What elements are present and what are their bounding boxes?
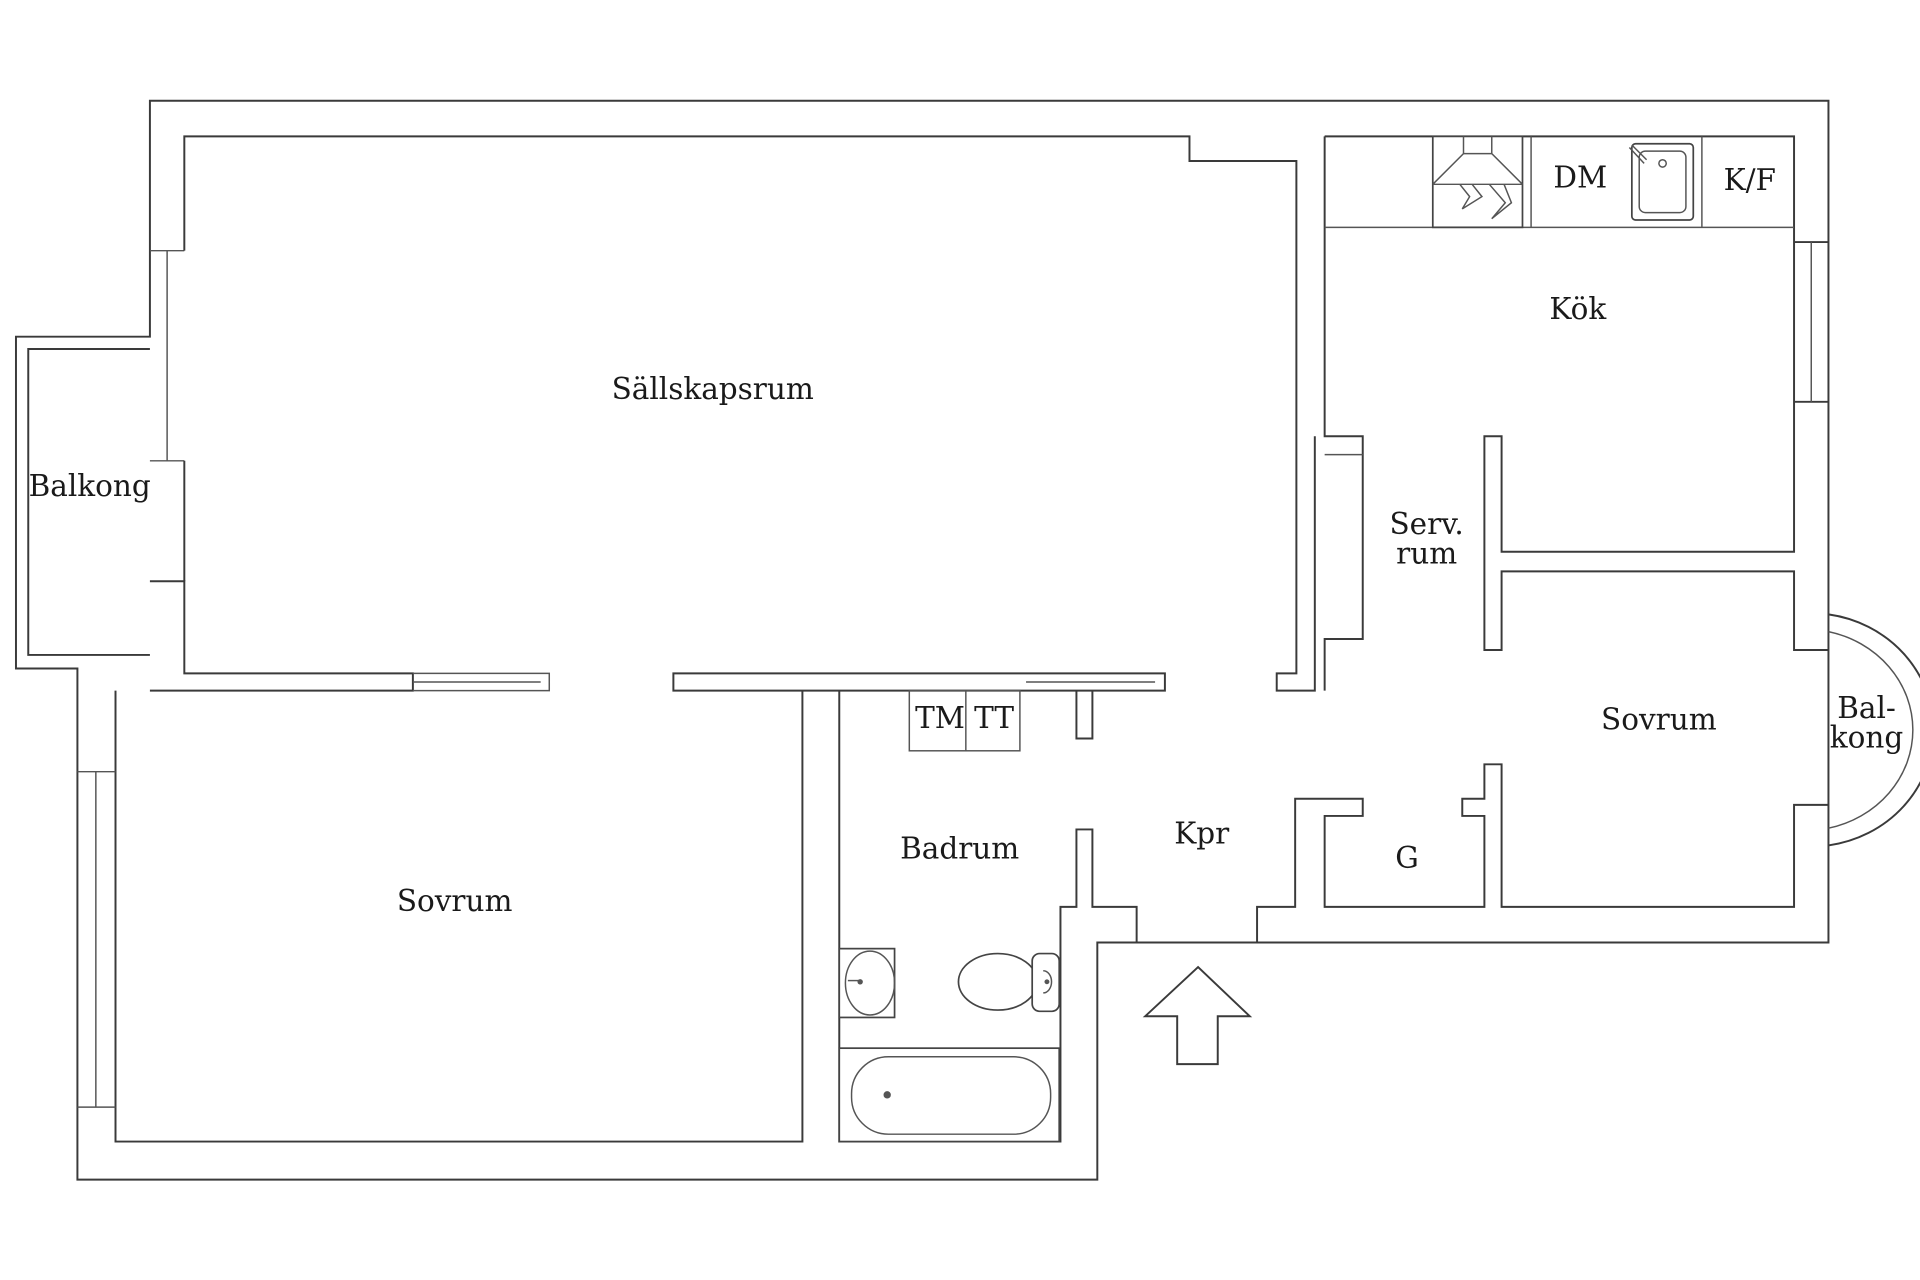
- service-room-label-line2: rum: [1396, 536, 1457, 570]
- stove-hood-icon: [1431, 135, 1524, 229]
- service-room-label-line1: Serv.: [1389, 507, 1463, 541]
- living-room-walls: [149, 135, 1316, 692]
- fridge-freezer-label: K/F: [1724, 163, 1776, 197]
- entrance-arrow-icon: [1142, 965, 1253, 1066]
- toilet-icon: [957, 952, 1061, 1013]
- hall-walls: [1256, 763, 1829, 943]
- balcony-left-label: Balkong: [29, 469, 151, 503]
- bedroom-left-walls: [77, 690, 804, 1143]
- kitchen-label: Kök: [1549, 292, 1607, 326]
- living-room-label: Sällskapsrum: [612, 372, 814, 406]
- outer-walls: [14, 99, 1830, 1181]
- balcony-right: [1828, 613, 1920, 847]
- balcony-right-label-line1: Bal-: [1837, 691, 1896, 725]
- balcony-left: [27, 249, 185, 656]
- washbasin-icon: [838, 947, 896, 1019]
- bedroom-left-label: Sovrum: [397, 884, 513, 918]
- kitchen-walls: [1323, 135, 1829, 691]
- bedroom-right-label: Sovrum: [1601, 702, 1717, 736]
- dryer-label: TT: [974, 701, 1014, 735]
- bathroom-label: Badrum: [900, 831, 1019, 865]
- bathtub-icon: [838, 1047, 1061, 1143]
- balcony-right-label-line2: kong: [1830, 721, 1904, 755]
- wardrobe-label: G: [1395, 841, 1419, 875]
- dishwasher-label: DM: [1553, 160, 1607, 194]
- kitchen-sink-icon: [1628, 142, 1695, 221]
- hall-label: Kpr: [1174, 817, 1230, 851]
- washer-label: TM: [915, 701, 965, 735]
